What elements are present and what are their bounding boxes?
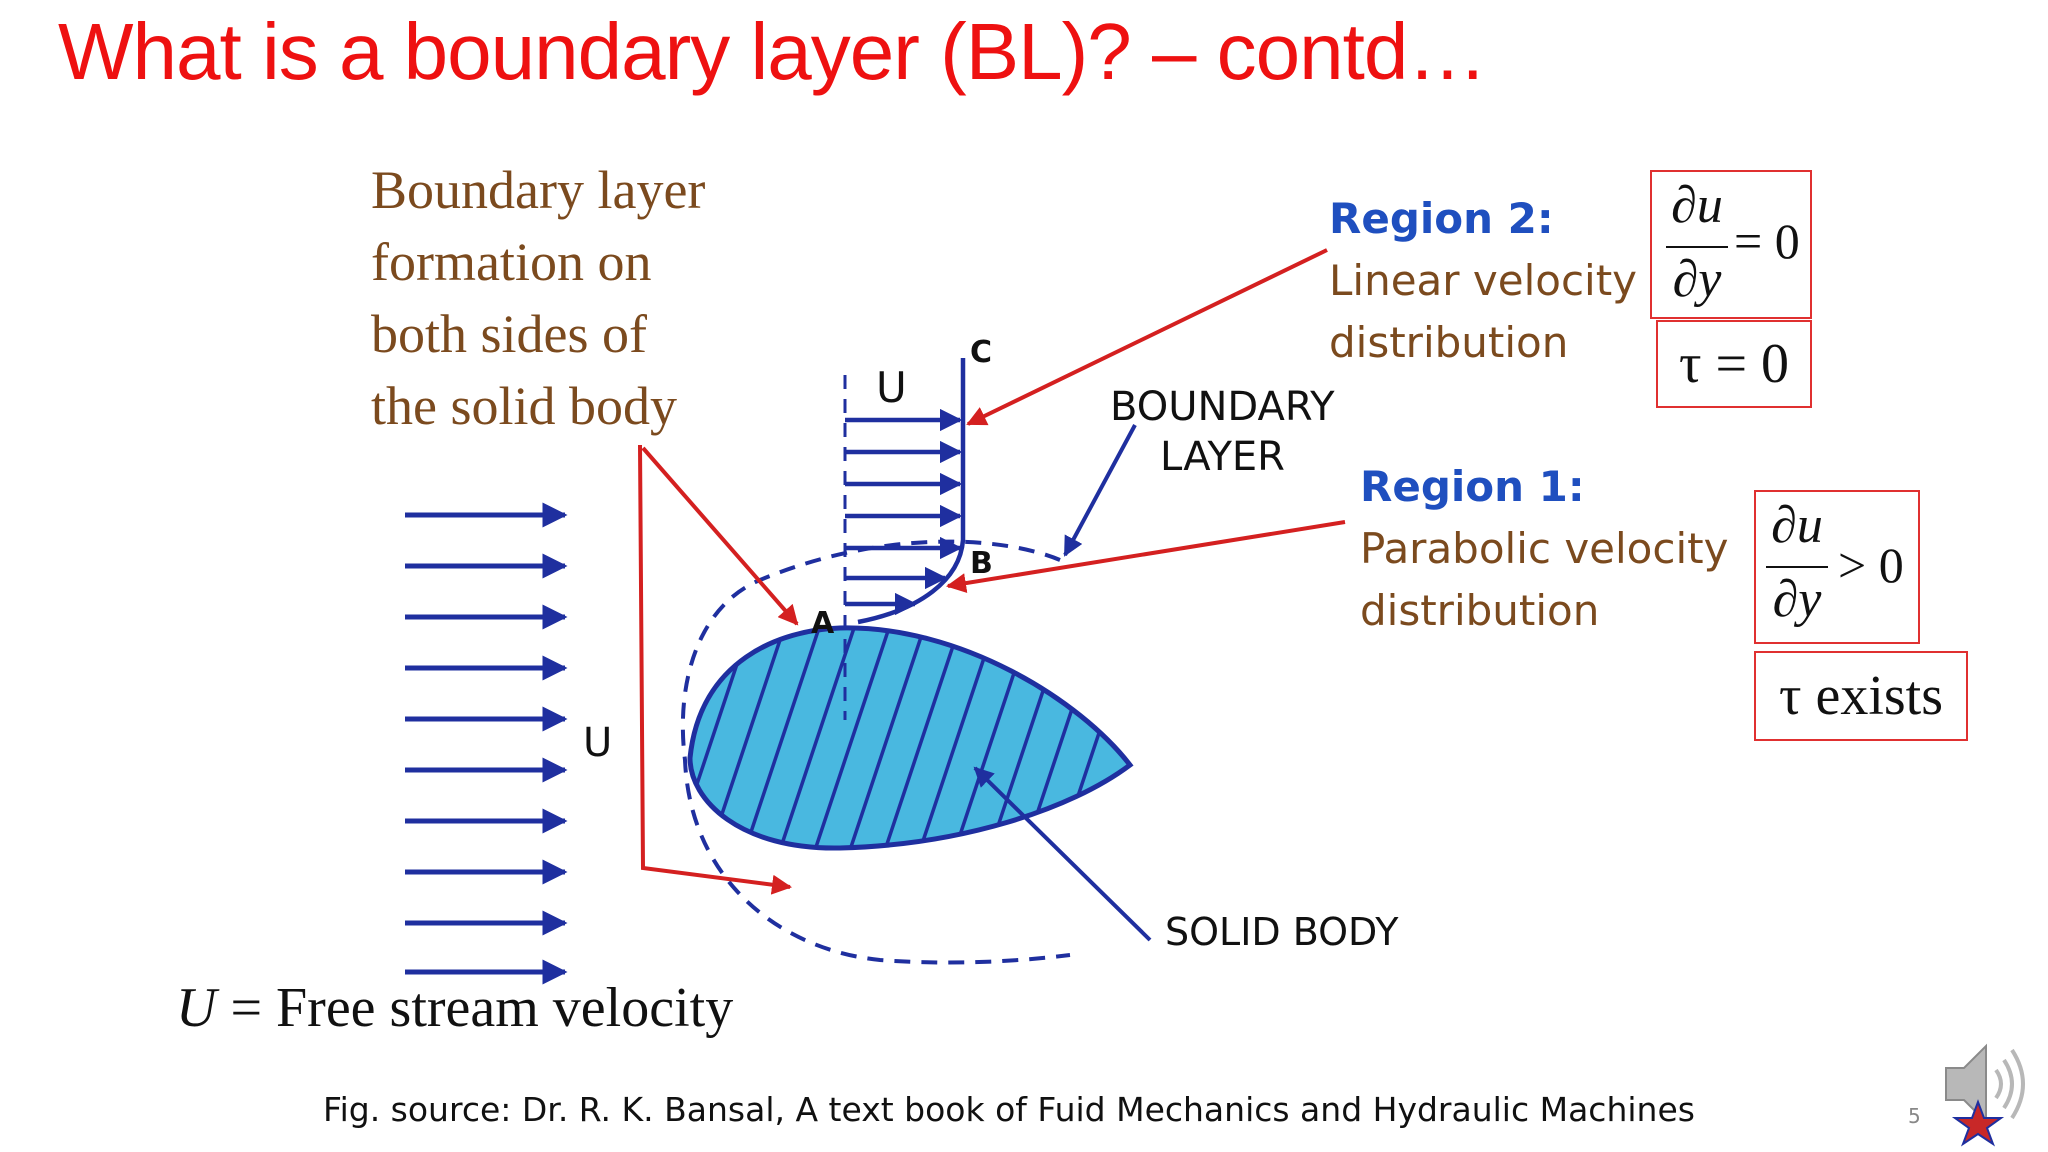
page-number: 5 [1908,1104,1921,1128]
boundary-layer-label: LAYER [1160,434,1285,480]
point-c-label: C [970,335,992,370]
solid-body [687,625,1134,851]
caption-text: Boundary layer formation on both sides o… [371,154,771,442]
region2-gradient-box: ∂u ∂y = 0 [1650,170,1812,319]
solid-body-pointer [973,766,1152,942]
label-u-top: U [876,363,907,412]
fraction-bar [1766,566,1828,568]
boundary-layer-edge [680,539,1071,965]
caption-line: the solid body [371,376,677,436]
region1-title: Region 1: [1360,462,1585,511]
star-logo-icon [1951,1099,2005,1147]
point-a-label: A [811,606,835,641]
derivative-denominator: ∂y [1772,571,1822,628]
velocity-profile-curve [857,358,966,625]
definition-text: = Free stream velocity [216,977,734,1039]
region2-shear-box: τ = 0 [1656,320,1812,408]
region1-gradient-box: ∂u ∂y > 0 [1754,490,1920,644]
caption-line: both sides of [371,304,647,364]
velocity-symbol: U [176,977,217,1039]
region1-line: distribution [1360,586,1600,635]
speaker-icon[interactable] [1938,1030,2038,1150]
caption-line: Boundary layer [371,160,706,220]
boundary-layer-label: BOUNDARY [1110,384,1335,430]
boundary-layer-pointer [1063,424,1137,557]
solid-body-label: SOLID BODY [1165,910,1399,954]
label-u-left: U [583,720,612,766]
fraction-bar [1666,246,1728,248]
derivative-relation: = 0 [1734,213,1800,269]
region2-pointer [966,248,1328,426]
velocity-profile-arrows [845,408,963,616]
region1-line: Parabolic velocity [1360,524,1729,573]
derivative-denominator: ∂y [1672,251,1722,308]
derivative-relation: > 0 [1838,537,1904,593]
free-stream-definition: U = Free stream velocity [176,976,733,1040]
region2-line: distribution [1329,318,1569,367]
region2-description: Region 2: Linear velocity distribution [1329,188,1637,374]
caption-pointers [638,444,799,895]
derivative-numerator: ∂u [1771,497,1823,554]
region1-shear-box: τ exists [1754,651,1968,741]
caption-line: formation on [371,232,652,292]
free-stream-arrows [405,502,568,985]
region1-pointer [946,520,1346,594]
figure-source: Fig. source: Dr. R. K. Bansal, A text bo… [323,1090,1695,1129]
derivative-numerator: ∂u [1671,177,1723,234]
point-b-label: B [970,546,993,581]
region1-description: Region 1: Parabolic velocity distributio… [1360,456,1728,642]
region2-line: Linear velocity [1329,256,1638,305]
region2-title: Region 2: [1329,194,1554,243]
slide-title: What is a boundary layer (BL)? – contd… [58,7,1487,96]
